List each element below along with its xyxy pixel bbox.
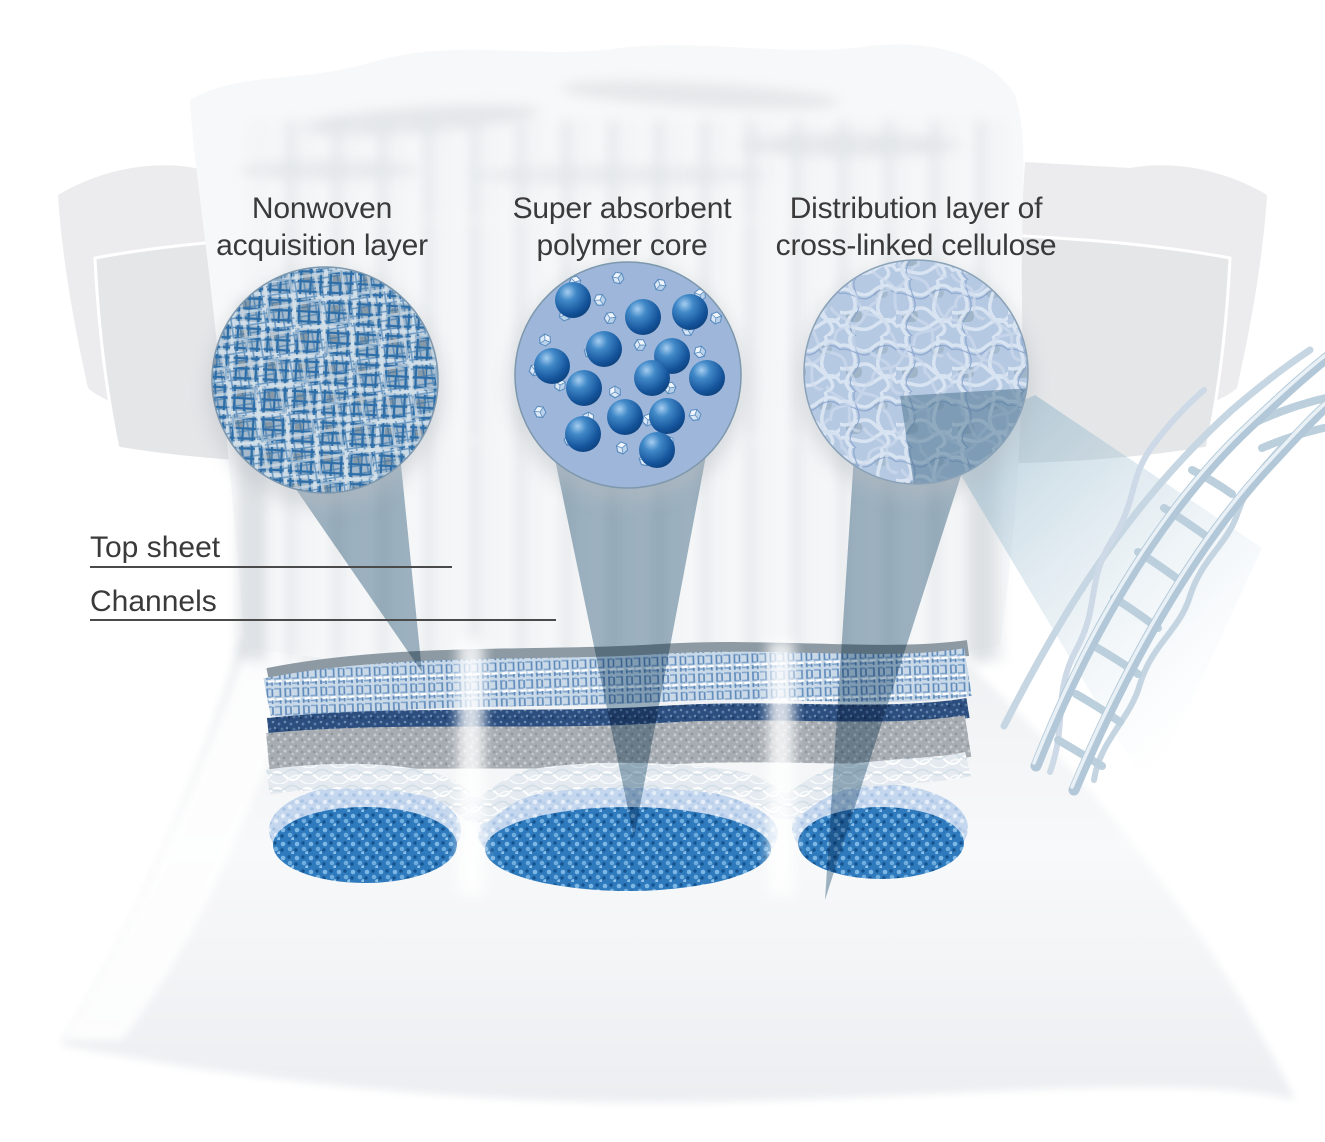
callout-label-cellulose: Distribution layer of cross-linked cellu…	[736, 190, 1096, 264]
rule-top-sheet	[90, 566, 452, 568]
magnifier-polymer	[510, 261, 746, 503]
magnifier-cellulose	[799, 259, 1033, 499]
beam-cellulose	[825, 432, 975, 900]
callout-line: Nonwoven	[251, 192, 393, 225]
callout-line: cross-linked cellulose	[775, 229, 1057, 262]
callout-line: Distribution layer of	[789, 192, 1043, 225]
callout-label-polymer: Super absorbent polymer core	[457, 190, 787, 264]
label-channels: Channels	[90, 585, 217, 618]
cellulose-fiber-network	[1000, 346, 1325, 796]
rule-channels	[90, 619, 556, 621]
polymer-core-band	[266, 715, 972, 775]
channel-right	[798, 807, 964, 879]
callout-label-nonwoven: Nonwoven acquisition layer	[157, 190, 487, 264]
callout-line: polymer core	[536, 229, 708, 262]
callout-line: acquisition layer	[216, 229, 428, 262]
callout-line: Super absorbent	[512, 192, 732, 225]
label-top-sheet: Top sheet	[90, 531, 221, 564]
channel-left	[273, 807, 457, 883]
skirt-fold-highlight	[62, 640, 302, 1040]
beam-polymer	[552, 445, 708, 838]
channel-middle	[485, 807, 771, 891]
magnifier-nonwoven	[207, 266, 443, 508]
